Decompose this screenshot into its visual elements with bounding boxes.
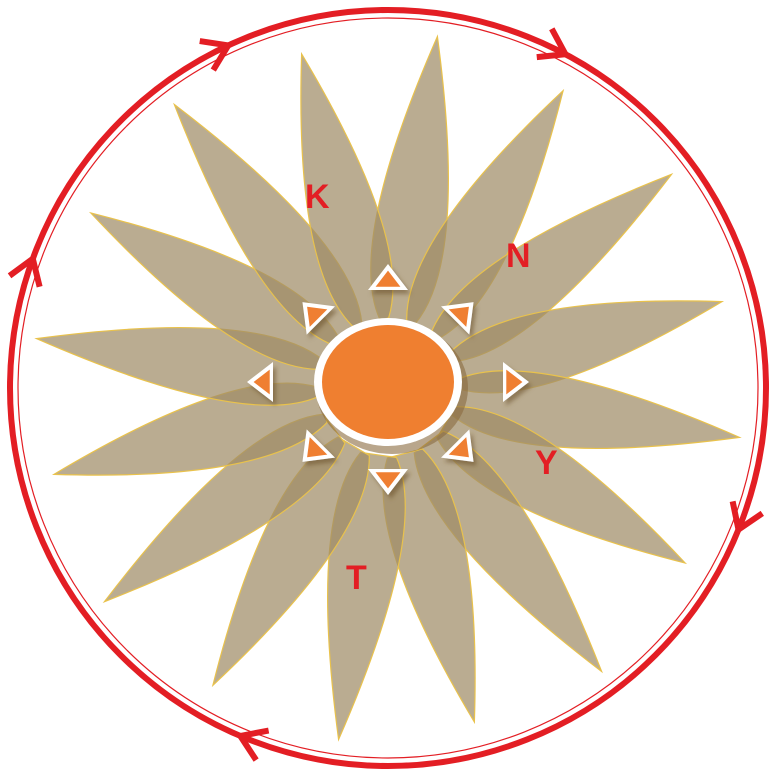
label-k: K (305, 178, 330, 216)
label-n: N (506, 237, 531, 275)
label-y: Y (535, 444, 558, 482)
label-t: T (346, 559, 367, 597)
